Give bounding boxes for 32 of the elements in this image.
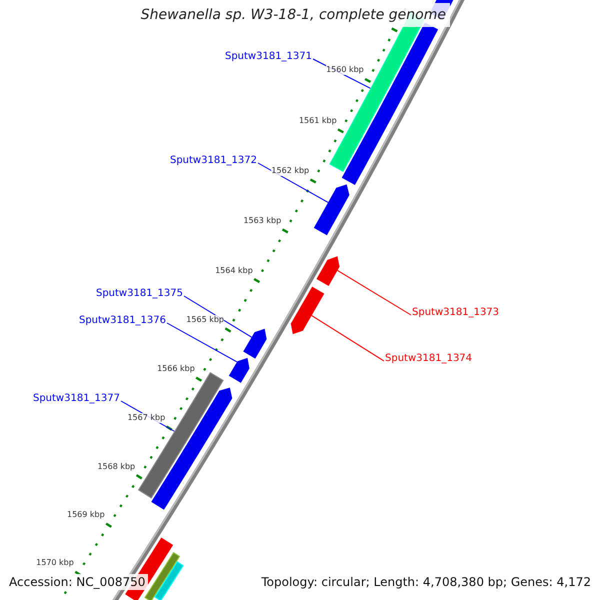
leader-line <box>166 322 238 362</box>
scale-label: 1560 kbp <box>326 65 364 76</box>
leader-line <box>311 315 384 362</box>
footer-text: Accession: NC_008750 <box>6 574 148 590</box>
scale-label: 1568 kbp <box>97 462 136 472</box>
gene-bar <box>154 561 184 600</box>
scale-label: 1564 kbp <box>215 266 253 276</box>
gene-label: Sputw3181_1372 <box>170 155 257 167</box>
scale-label: 1566 kbp <box>157 364 195 374</box>
gene-block <box>228 358 250 383</box>
scale-label: 1567 kbp <box>127 413 166 424</box>
leader-line <box>258 162 329 203</box>
gene-label: Sputw3181_1377 <box>32 393 120 405</box>
gene-label: Sputw3181_1375 <box>96 288 183 300</box>
gene-block <box>151 388 232 510</box>
leader-line <box>184 296 252 338</box>
scale-label: 1570 kbp <box>36 558 74 568</box>
gene-label: Sputw3181_1373 <box>412 307 500 319</box>
gene-label: Sputw3181_1371 <box>224 51 312 63</box>
gene-label: Sputw3181_1376 <box>78 315 166 327</box>
scale-label: 1565 kbp <box>186 315 224 325</box>
gene-block <box>316 256 340 286</box>
scale-label: 1569 kbp <box>66 510 105 520</box>
scale-label: 1563 kbp <box>243 216 282 226</box>
gene-block <box>290 286 324 334</box>
leader-line <box>336 270 412 316</box>
gene-block <box>243 328 267 359</box>
gene-block <box>314 184 350 236</box>
scale-label: 1562 kbp <box>271 166 310 176</box>
scale-label: 1561 kbp <box>298 116 337 126</box>
gene-bar <box>144 552 180 600</box>
gene-label: Sputw3181_1374 <box>385 353 472 365</box>
